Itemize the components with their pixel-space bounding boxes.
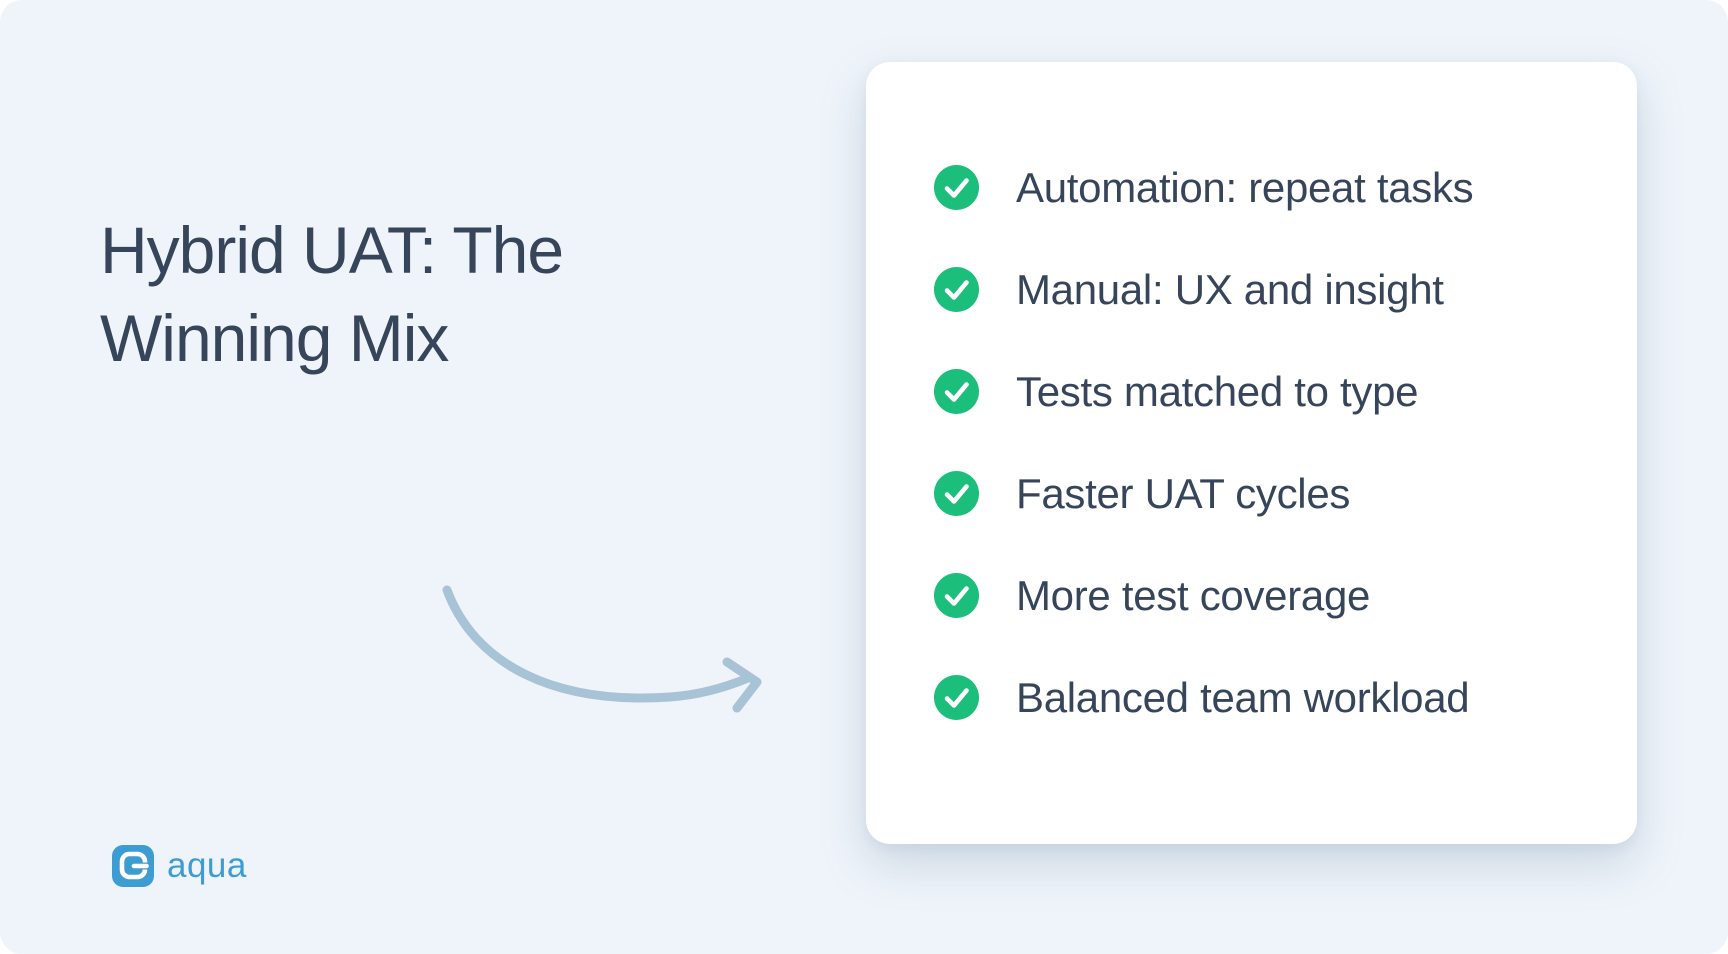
list-item: Balanced team workload: [934, 675, 1637, 720]
checklist-card: Automation: repeat tasks Manual: UX and …: [866, 62, 1637, 844]
aqua-logo-icon: [112, 845, 154, 887]
list-item: Manual: UX and insight: [934, 267, 1637, 312]
list-item-label: Automation: repeat tasks: [1016, 164, 1474, 211]
list-item: More test coverage: [934, 573, 1637, 618]
list-item-label: Balanced team workload: [1016, 674, 1470, 721]
list-item-label: Faster UAT cycles: [1016, 470, 1351, 517]
check-icon: [934, 267, 979, 312]
check-icon: [934, 675, 979, 720]
check-icon: [934, 165, 979, 210]
page-title: Hybrid UAT: The Winning Mix: [100, 213, 564, 375]
curved-arrow-icon: [442, 585, 762, 713]
list-item: Automation: repeat tasks: [934, 165, 1637, 210]
check-icon: [934, 471, 979, 516]
list-item: Tests matched to type: [934, 369, 1637, 414]
check-icon: [934, 573, 979, 618]
check-icon: [934, 369, 979, 414]
aqua-logo-text: aqua: [167, 846, 247, 885]
list-item-label: Manual: UX and insight: [1016, 266, 1444, 313]
aqua-logo: aqua: [112, 845, 247, 887]
list-item: Faster UAT cycles: [934, 471, 1637, 516]
list-item-label: Tests matched to type: [1016, 368, 1419, 415]
list-item-label: More test coverage: [1016, 572, 1371, 619]
